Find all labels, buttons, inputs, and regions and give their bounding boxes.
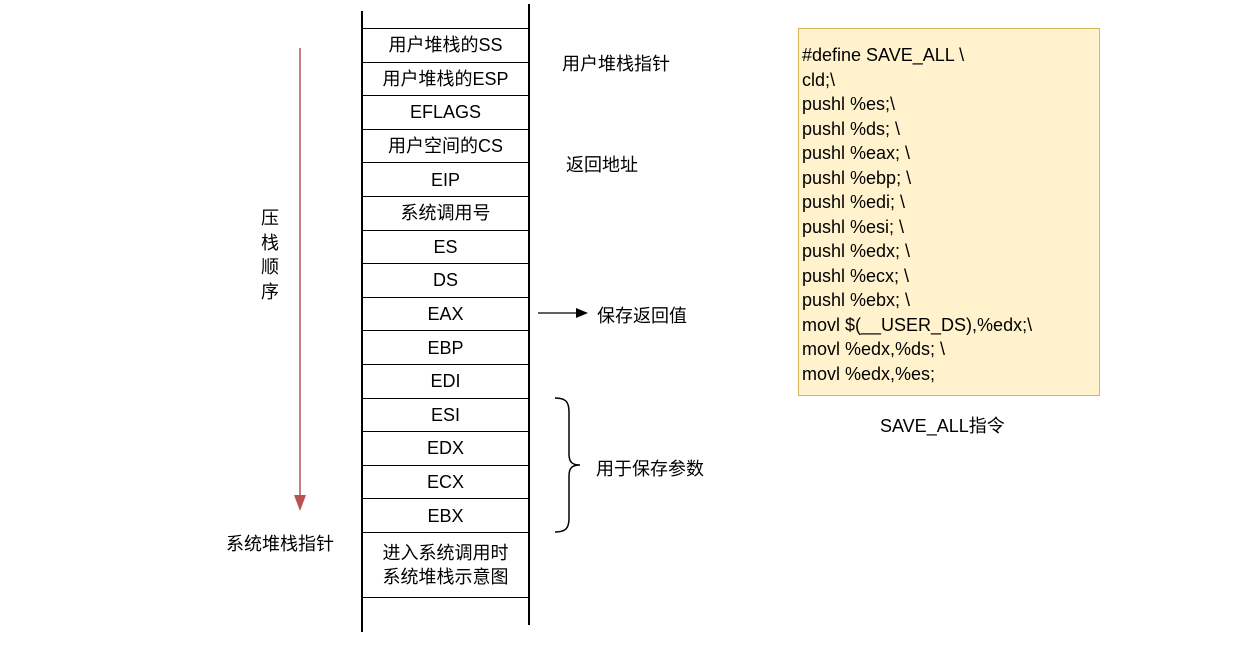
stack-caption-line2: 系统堆栈示意图	[382, 567, 509, 587]
save-all-caption: SAVE_ALL指令	[880, 416, 1005, 436]
stack-cell: ESI	[362, 397, 529, 432]
code-line: pushl %ecx; \	[802, 265, 910, 286]
code-line: pushl %es;\	[802, 94, 896, 114]
params-brace	[554, 397, 581, 533]
stack-left-border	[361, 11, 363, 632]
code-lines: #define SAVE_ALL \ cld;\ pushl %es;\ pushl …	[799, 43, 1032, 386]
code-line: pushl %eax; \	[802, 143, 911, 163]
stack-cell: ECX	[362, 464, 529, 499]
code-line: cld;\	[802, 69, 836, 90]
push-order-char: 顺	[261, 257, 279, 277]
push-order-arrow	[294, 48, 306, 511]
push-order-char: 压	[261, 208, 279, 228]
code-line: movl $(__USER_DS),%edx;\	[802, 314, 1033, 335]
code-line: pushl %ebp; \	[802, 167, 912, 188]
stack-cell: EFLAGS	[362, 95, 529, 129]
stack-cell: EDI	[362, 364, 529, 398]
stack-cell: 用户堆栈的ESP	[362, 61, 529, 96]
stack-cell: EBP	[362, 330, 529, 364]
code-line: pushl %ds; \	[802, 118, 901, 139]
system-stack-pointer-label: 系统堆栈指针	[226, 534, 334, 554]
stack-caption-line1: 进入系统调用时	[382, 543, 509, 563]
save-all-code-box: #define SAVE_ALL \ cld;\ pushl %es;\ pushl …	[798, 28, 1100, 396]
stack-cell: EBX	[362, 498, 529, 532]
save-return-value-label: 保存返回值	[597, 306, 687, 326]
code-line: pushl %edx; \	[802, 241, 911, 261]
stack-cell: 用户空间的CS	[362, 128, 529, 163]
return-value-arrow	[538, 308, 588, 318]
code-line: pushl %edi; \	[802, 192, 906, 212]
code-line: movl %edx,%es;	[802, 363, 936, 384]
stack-cell: 用户堆栈的SS	[362, 28, 529, 62]
stack-cell: EIP	[362, 162, 529, 196]
stack-cell: EDX	[362, 431, 529, 465]
push-order-char: 序	[261, 281, 279, 302]
user-stack-pointer-label: 用户堆栈指针	[562, 54, 670, 74]
stack-right-border	[528, 4, 530, 625]
code-line: movl %edx,%ds; \	[802, 339, 946, 359]
code-line: #define SAVE_ALL \	[802, 45, 965, 65]
push-order-char: 栈	[261, 232, 279, 253]
stack-caption-cell: 进入系统调用时 系统堆栈示意图	[362, 532, 529, 598]
code-line: pushl %esi; \	[802, 216, 905, 237]
stack-cell: ES	[362, 229, 529, 264]
stack-cell: EAX	[362, 296, 529, 331]
save-params-label: 用于保存参数	[596, 459, 704, 479]
return-address-label: 返回地址	[566, 155, 638, 175]
stack-cell: DS	[362, 263, 529, 297]
code-line: pushl %ebx; \	[802, 290, 911, 310]
stack-cell: 系统调用号	[362, 196, 529, 230]
push-order-label: 压栈顺序	[260, 206, 280, 304]
